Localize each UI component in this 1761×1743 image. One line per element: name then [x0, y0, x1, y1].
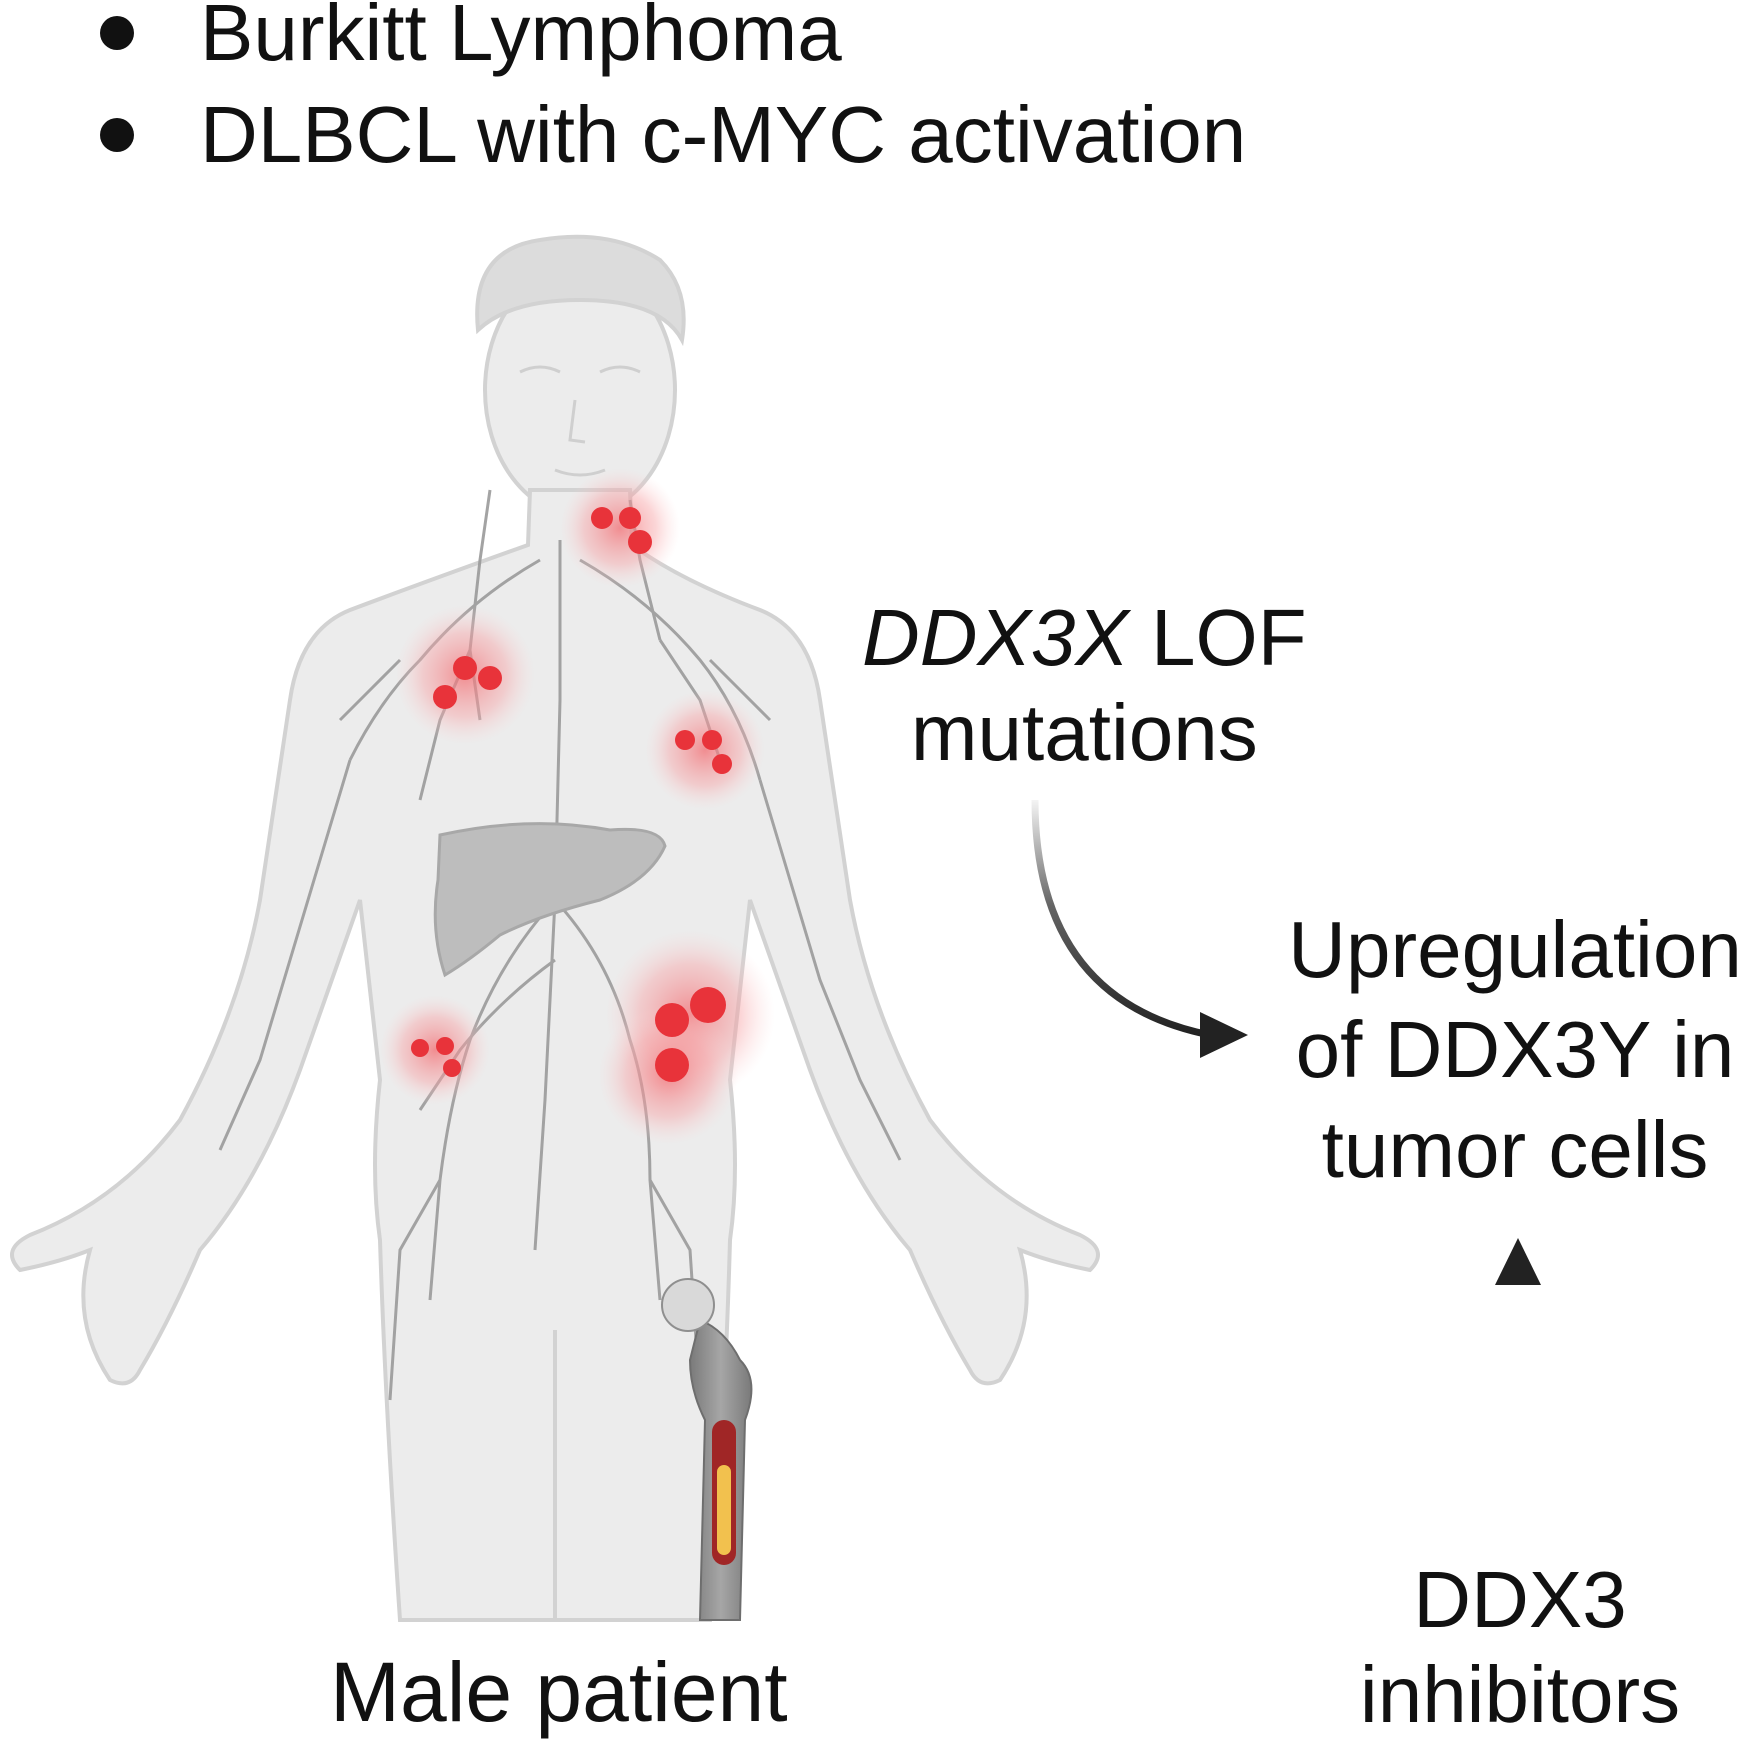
liver-shape: [433, 822, 667, 978]
list-item: DLBCL with c-MYC activation: [100, 84, 1246, 186]
upregulation-line2: of DDX3Y in: [1295, 1005, 1735, 1094]
mutation-to-upregulation-arrow: [1031, 799, 1248, 1058]
lof-suffix: LOF: [1128, 593, 1307, 682]
inhibitor-to-upregulation-arrow: [1495, 1238, 1541, 1500]
tumor-right-chest: [645, 690, 765, 810]
upregulation-label: Upregulation of DDX3Y in tumor cells: [1270, 900, 1760, 1200]
tumor-right-hip: [380, 995, 490, 1105]
tumor-abdomen: [598, 930, 775, 1145]
tumor-neck: [560, 468, 680, 588]
tumor-clusters: [380, 468, 775, 1145]
bullet-icon: [100, 16, 134, 50]
bone-marrow-core: [717, 1465, 731, 1555]
list-item: Burkitt Lymphoma: [100, 0, 1246, 84]
upregulation-line3: tumor cells: [1321, 1105, 1709, 1194]
tumor-left-chest: [395, 605, 535, 745]
list-item-label: DLBCL with c-MYC activation: [200, 90, 1247, 179]
lymphoma-type-list: Burkitt Lymphoma DLBCL with c-MYC activa…: [100, 0, 1246, 186]
femur-bone: [661, 1278, 753, 1621]
patient-label: Male patient: [330, 1645, 788, 1739]
inhibitor-label: DDX3 inhibitors: [1330, 1552, 1710, 1742]
bullet-icon: [100, 118, 134, 152]
lof-line2: mutations: [910, 688, 1258, 777]
lof-mutation-label: DDX3X LOF mutations: [862, 590, 1307, 780]
inhibitor-line2: inhibitors: [1359, 1650, 1681, 1739]
upregulation-line1: Upregulation: [1288, 905, 1742, 994]
male-body-silhouette: [10, 234, 1100, 1622]
inhibitor-line1: DDX3: [1413, 1555, 1627, 1644]
list-item-label: Burkitt Lymphoma: [200, 0, 842, 77]
hair-shape: [475, 234, 686, 347]
gene-name: DDX3X: [862, 593, 1129, 682]
